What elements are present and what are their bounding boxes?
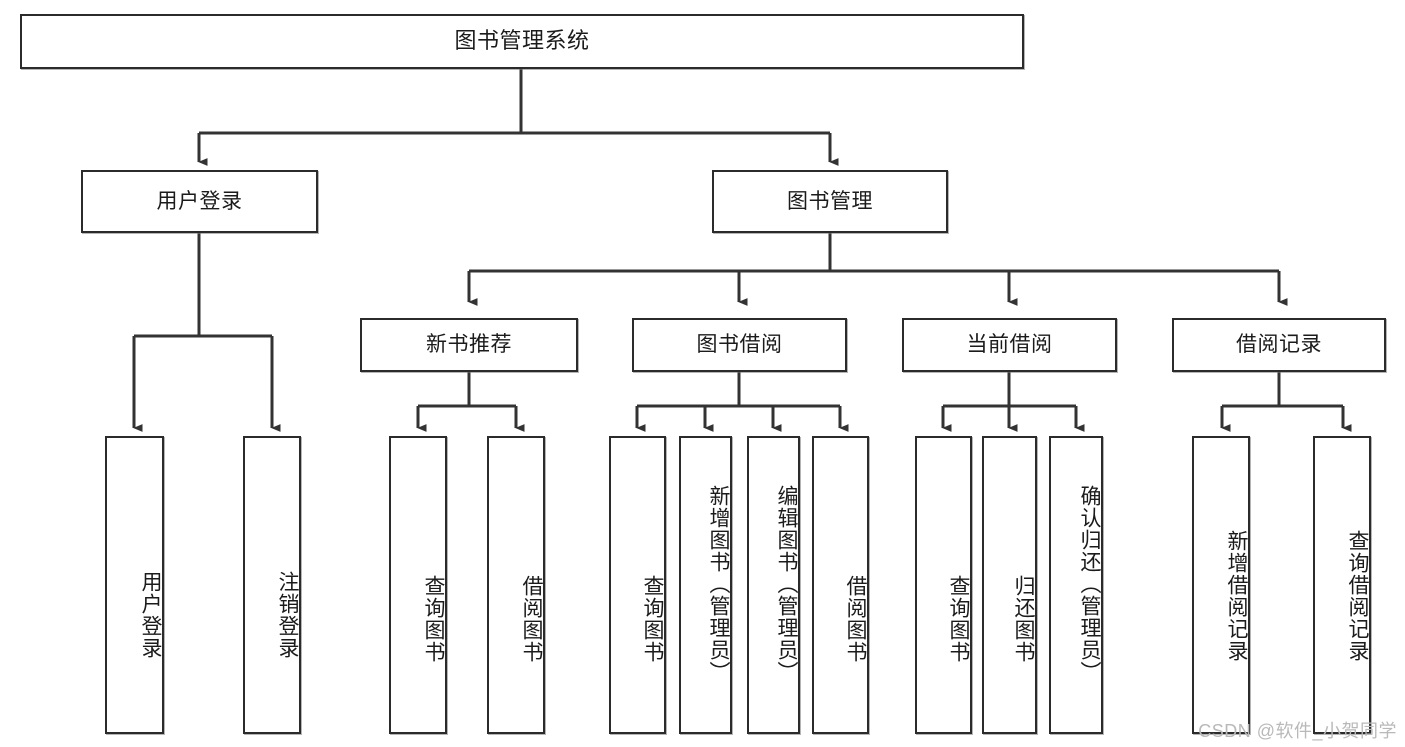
leaf-return-book[interactable]: 归还图书 <box>982 436 1037 734</box>
node-label: 新增借阅记录 <box>1225 530 1248 662</box>
leaf-query-book-borrow[interactable]: 查询图书 <box>609 436 666 734</box>
node-label: 查询借阅记录 <box>1346 530 1369 662</box>
leaf-edit-book-admin[interactable]: 编辑图书（管理员） <box>747 436 800 734</box>
leaf-query-book-current[interactable]: 查询图书 <box>915 436 972 734</box>
node-label: 查询图书 <box>641 575 664 663</box>
node-book-manage[interactable]: 图书管理 <box>712 170 948 233</box>
leaf-borrow-book-new[interactable]: 借阅图书 <box>487 436 545 734</box>
node-label: 用户登录 <box>139 571 162 659</box>
node-borrow-record[interactable]: 借阅记录 <box>1172 318 1386 372</box>
leaf-user-logout[interactable]: 注销登录 <box>243 436 301 734</box>
node-label: 借阅图书 <box>520 575 543 663</box>
node-label: 图书借阅 <box>696 333 783 357</box>
leaf-add-borrow-record[interactable]: 新增借阅记录 <box>1192 436 1250 734</box>
node-label: 查询图书 <box>422 575 445 663</box>
node-label: 查询图书 <box>947 575 970 663</box>
node-label: 借阅记录 <box>1236 333 1322 357</box>
leaf-query-book-new[interactable]: 查询图书 <box>389 436 447 734</box>
node-label: 图书管理系统 <box>454 28 590 54</box>
node-label: 新增图书（管理员） <box>707 485 730 683</box>
node-label: 注销登录 <box>276 571 299 659</box>
node-label: 图书管理 <box>787 189 873 213</box>
node-label: 用户登录 <box>156 189 243 213</box>
node-label: 借阅图书 <box>844 575 867 663</box>
leaf-user-login[interactable]: 用户登录 <box>105 436 164 734</box>
leaf-query-borrow-record[interactable]: 查询借阅记录 <box>1313 436 1371 734</box>
node-new-book-recommend[interactable]: 新书推荐 <box>360 318 578 372</box>
node-book-borrow[interactable]: 图书借阅 <box>632 318 847 372</box>
leaf-add-book-admin[interactable]: 新增图书（管理员） <box>679 436 732 734</box>
node-label: 编辑图书（管理员） <box>775 485 798 683</box>
node-current-borrow[interactable]: 当前借阅 <box>902 318 1117 372</box>
node-user-login[interactable]: 用户登录 <box>81 170 318 233</box>
node-root-system[interactable]: 图书管理系统 <box>20 14 1024 69</box>
leaf-confirm-return-admin[interactable]: 确认归还（管理员） <box>1049 436 1103 734</box>
node-label: 归还图书 <box>1012 575 1035 663</box>
leaf-borrow-book-borrow[interactable]: 借阅图书 <box>812 436 869 734</box>
node-label: 新书推荐 <box>426 333 512 357</box>
node-label: 确认归还（管理员） <box>1078 485 1101 683</box>
node-label: 当前借阅 <box>966 333 1053 357</box>
